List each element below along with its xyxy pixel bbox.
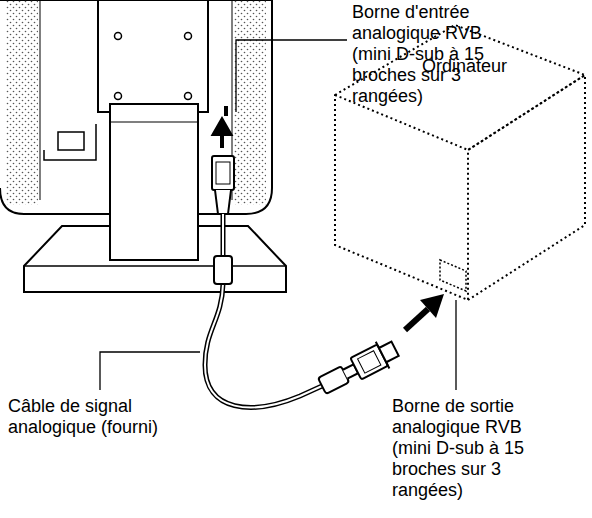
output-port [440, 260, 466, 291]
leader-line [236, 40, 347, 112]
stand-column [44, 104, 228, 260]
signal-cable [205, 214, 322, 407]
cable-plug [212, 156, 234, 214]
insert-arrow [420, 294, 444, 318]
leader-line [455, 300, 456, 390]
part-label: Borne d'entrée analogique RVB (mini D-su… [352, 2, 520, 107]
part-label: Borne de sortie analogique RVB (mini D-s… [392, 396, 560, 501]
part-label: Câble de signal analogique (fourni) [8, 396, 168, 438]
cable-plug [315, 335, 402, 399]
insert-arrow [214, 120, 230, 148]
mounting-plate [98, 0, 208, 112]
leader-line [100, 352, 200, 390]
